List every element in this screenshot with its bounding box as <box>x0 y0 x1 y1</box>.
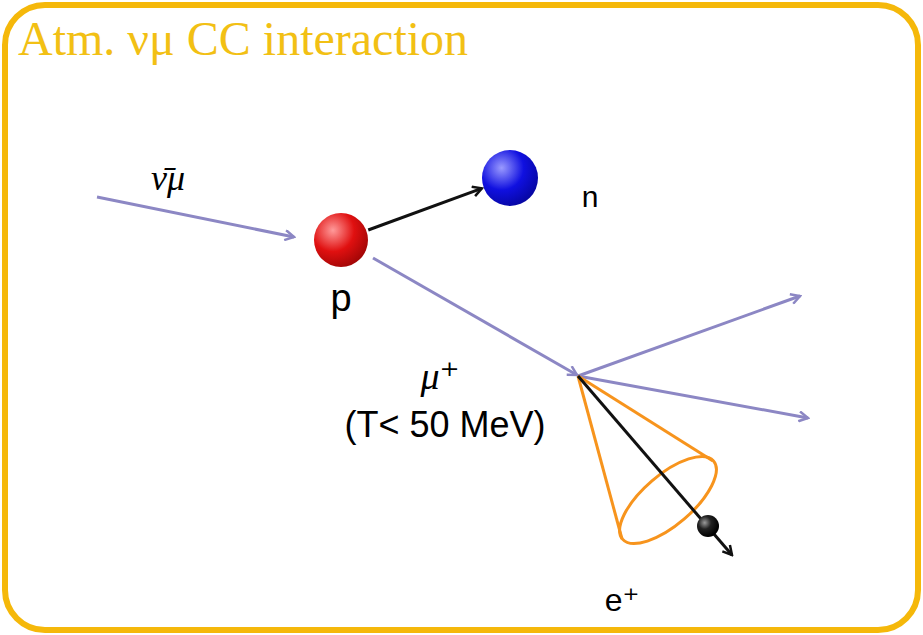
energy-note: (T< 50 MeV) <box>344 407 545 443</box>
neutron-sphere: n <box>482 150 538 206</box>
positron-track <box>578 376 732 555</box>
antineutrino-track <box>97 197 294 237</box>
particle-track <box>368 188 482 230</box>
particle-label: μ⁺ <box>420 357 459 395</box>
particle-label: p <box>330 279 351 317</box>
neutrino-track <box>578 296 800 376</box>
cherenkov-ring <box>606 442 730 558</box>
particle-label: ν̄μ <box>151 160 185 196</box>
positron-dot <box>697 515 719 537</box>
diagram-title: Atm. νμ CC interaction <box>18 10 468 68</box>
particle-label: n <box>582 182 599 212</box>
muon-track <box>373 258 577 375</box>
particle-label: e⁺ <box>605 584 640 616</box>
frame-border <box>5 5 918 630</box>
proton-sphere: p <box>314 213 368 267</box>
